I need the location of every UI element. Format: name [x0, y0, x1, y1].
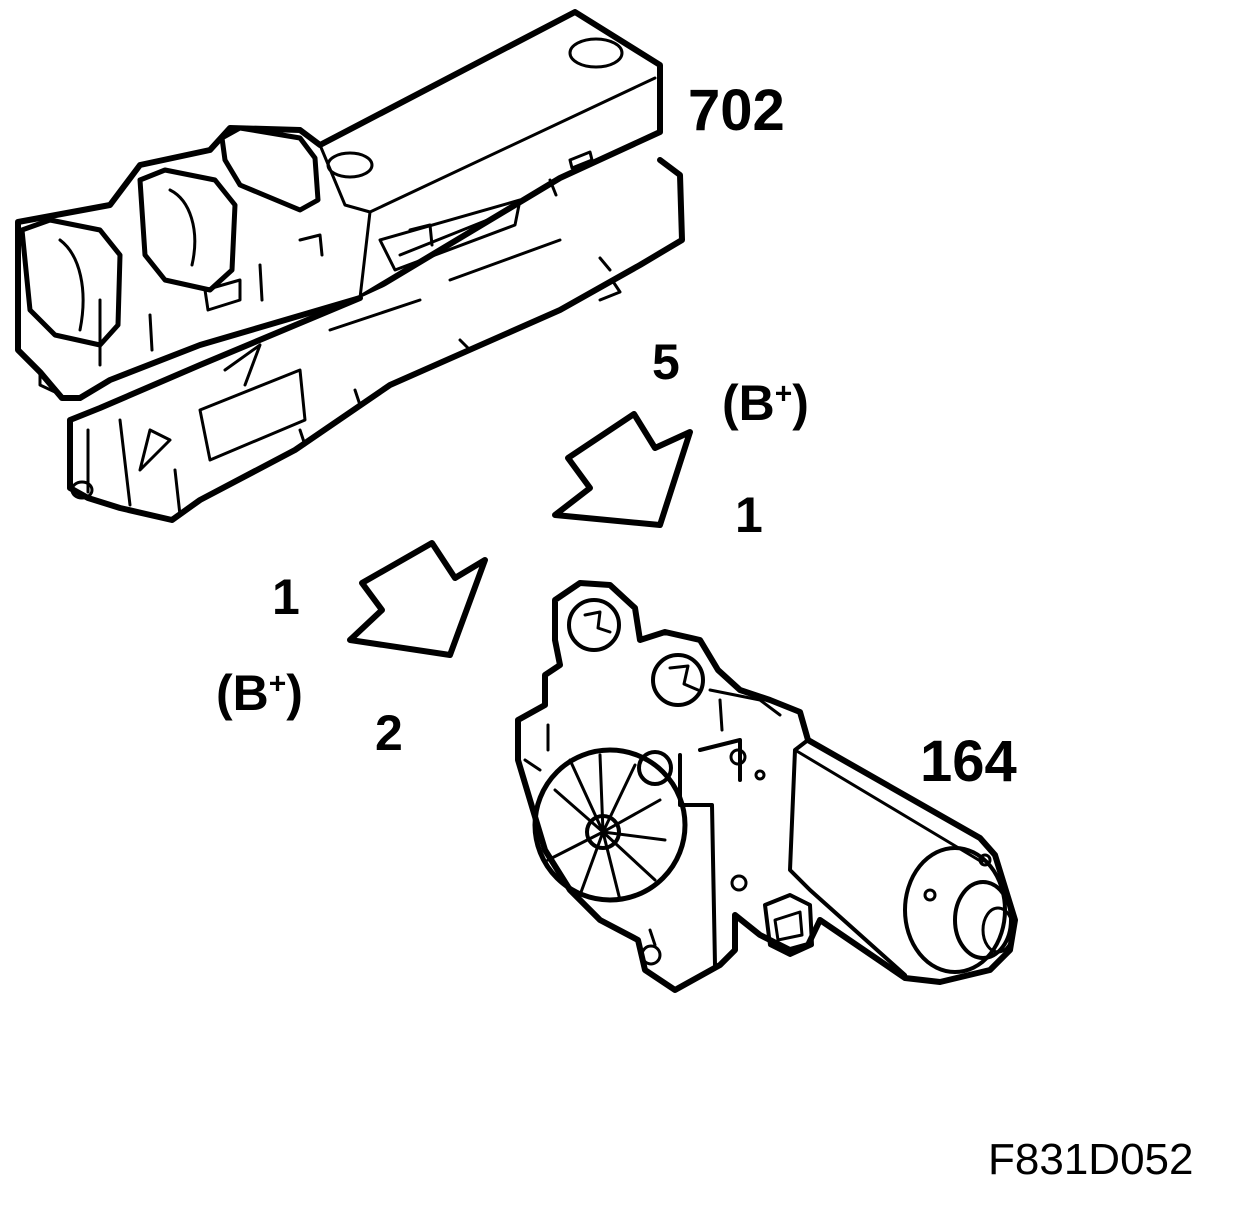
- lower-from-pin: 1: [272, 569, 300, 625]
- lower-to-pin: 2: [375, 705, 403, 761]
- upper-to-pin: 1: [735, 487, 763, 543]
- lower-connection-arrow: [347, 540, 488, 658]
- window-switch-panel: [15, 9, 685, 523]
- lower-signal-polarity: +: [268, 667, 287, 701]
- motor-component-number: 164: [920, 729, 1017, 794]
- upper-signal-polarity: +: [774, 377, 793, 411]
- window-regulator-motor: [515, 580, 1018, 993]
- lower-signal: B: [232, 665, 269, 721]
- figure-code: F831D052: [988, 1135, 1194, 1184]
- upper-signal: B: [738, 375, 775, 431]
- switch-component-number: 702: [688, 78, 785, 143]
- upper-from-pin: 5: [652, 334, 680, 390]
- upper-connection-arrow: [552, 411, 693, 528]
- lower-signal-label: (B+): [216, 665, 303, 721]
- upper-signal-label: (B+): [722, 375, 809, 431]
